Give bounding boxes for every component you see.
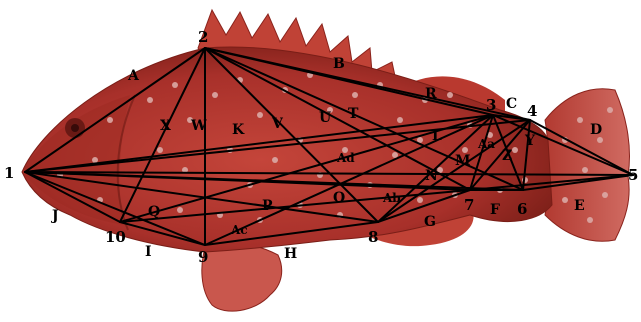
landmark-7: 7 bbox=[464, 196, 474, 214]
distance-label-Ab: Ab bbox=[382, 191, 401, 205]
distance-label-L: L bbox=[432, 128, 442, 144]
landmark-1: 1 bbox=[4, 164, 14, 182]
distance-label-C: C bbox=[506, 96, 517, 112]
distance-label-A: A bbox=[127, 68, 140, 84]
landmark-8: 8 bbox=[368, 228, 378, 246]
distance-label-H: H bbox=[284, 246, 297, 262]
distance-label-I: I bbox=[145, 244, 152, 260]
distance-label-V: V bbox=[271, 116, 284, 132]
landmark-5: 5 bbox=[628, 166, 638, 184]
landmark-4: 4 bbox=[527, 102, 537, 120]
distance-label-R: R bbox=[425, 86, 437, 102]
distance-label-X: X bbox=[160, 118, 171, 134]
distance-label-B: B bbox=[333, 56, 345, 72]
pelvic-fin bbox=[202, 243, 282, 311]
distance-label-Aa: Aa bbox=[477, 137, 495, 151]
distance-label-W: W bbox=[190, 118, 207, 134]
distance-label-U: U bbox=[319, 110, 331, 126]
distance-label-E: E bbox=[574, 198, 585, 214]
distance-label-J: J bbox=[50, 208, 59, 224]
distance-label-P: P bbox=[262, 198, 273, 214]
landmark-2: 2 bbox=[198, 28, 208, 46]
landmark-9: 9 bbox=[198, 248, 208, 266]
distance-label-Z: Z bbox=[502, 148, 512, 164]
distance-label-Ac: Ac bbox=[230, 223, 248, 237]
landmark-6: 6 bbox=[517, 200, 527, 218]
landmark-3: 3 bbox=[486, 96, 496, 114]
distance-label-T: T bbox=[348, 106, 359, 122]
distance-label-Q: Q bbox=[148, 204, 160, 220]
distance-label-F: F bbox=[490, 202, 500, 218]
distance-label-D: D bbox=[590, 122, 602, 138]
landmark-10: 10 bbox=[105, 228, 126, 246]
distance-label-K: K bbox=[232, 122, 245, 138]
distance-label-Y: Y bbox=[524, 133, 536, 149]
distance-label-G: G bbox=[424, 214, 436, 230]
distance-label-N: N bbox=[425, 168, 438, 184]
distance-label-Ad: Ad bbox=[336, 151, 355, 165]
caudal-fin bbox=[545, 89, 629, 242]
distance-label-M: M bbox=[455, 153, 471, 169]
distance-label-O: O bbox=[333, 190, 345, 206]
